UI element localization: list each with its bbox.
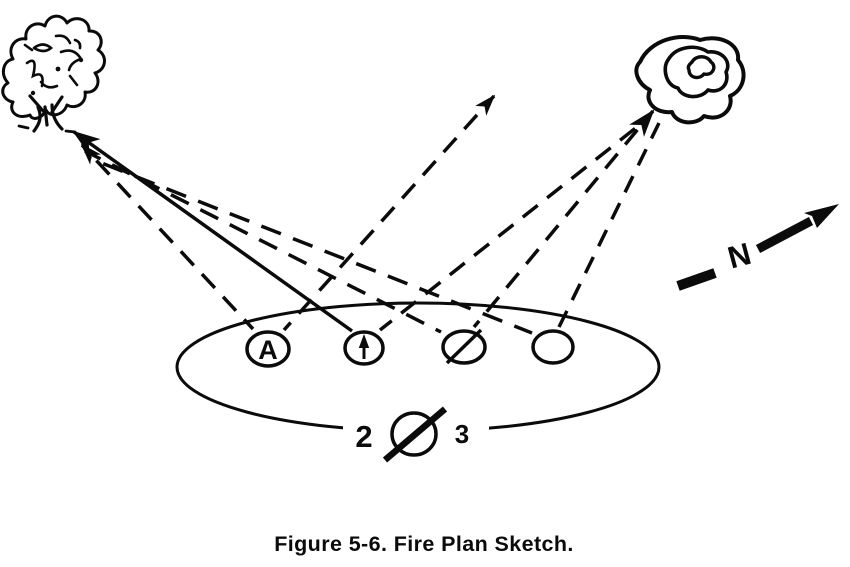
slash-icon: [445, 328, 483, 365]
fire-line-d-to-hill: [557, 122, 661, 328]
unit-circle: [390, 411, 438, 457]
figure-caption: Figure 5-6. Fire Plan Sketch.: [274, 532, 574, 556]
weapon-circle: [343, 330, 385, 366]
north-label: N: [724, 236, 755, 276]
unit-left-number: 2: [355, 419, 372, 454]
tree-icon: [1, 14, 106, 134]
fire-line-solid-to-tree: [72, 130, 354, 333]
fire-line-b-to-hill: [378, 117, 649, 332]
unit-symbol: 2 3: [355, 406, 469, 463]
position-open: [531, 329, 575, 365]
fire-line-a-to-tree: [80, 143, 255, 331]
position-a: A: [245, 330, 291, 368]
unit-slash-icon: [382, 406, 448, 463]
fire-line-d-to-tree: [88, 156, 533, 335]
fire-line-c-to-hill: [472, 109, 655, 329]
up-arrow-icon: [358, 334, 370, 359]
north-arrowhead-icon: [804, 204, 839, 228]
open-circle: [531, 329, 575, 365]
position-a-circle: [245, 330, 291, 368]
fire-sector-lines: [72, 94, 661, 335]
north-arrow-tail-bar: [676, 268, 717, 291]
hill-icon: [634, 35, 746, 125]
fire-line-a-center-arrow: [282, 94, 496, 332]
position-weapon: [343, 330, 385, 366]
north-arrow-shaft: [755, 217, 814, 253]
north-arrow: N: [676, 204, 839, 291]
slashed-circle: [441, 329, 487, 365]
unit-right-number: 3: [455, 419, 469, 449]
position-a-label: A: [258, 335, 278, 365]
position-slashed: [441, 328, 487, 365]
